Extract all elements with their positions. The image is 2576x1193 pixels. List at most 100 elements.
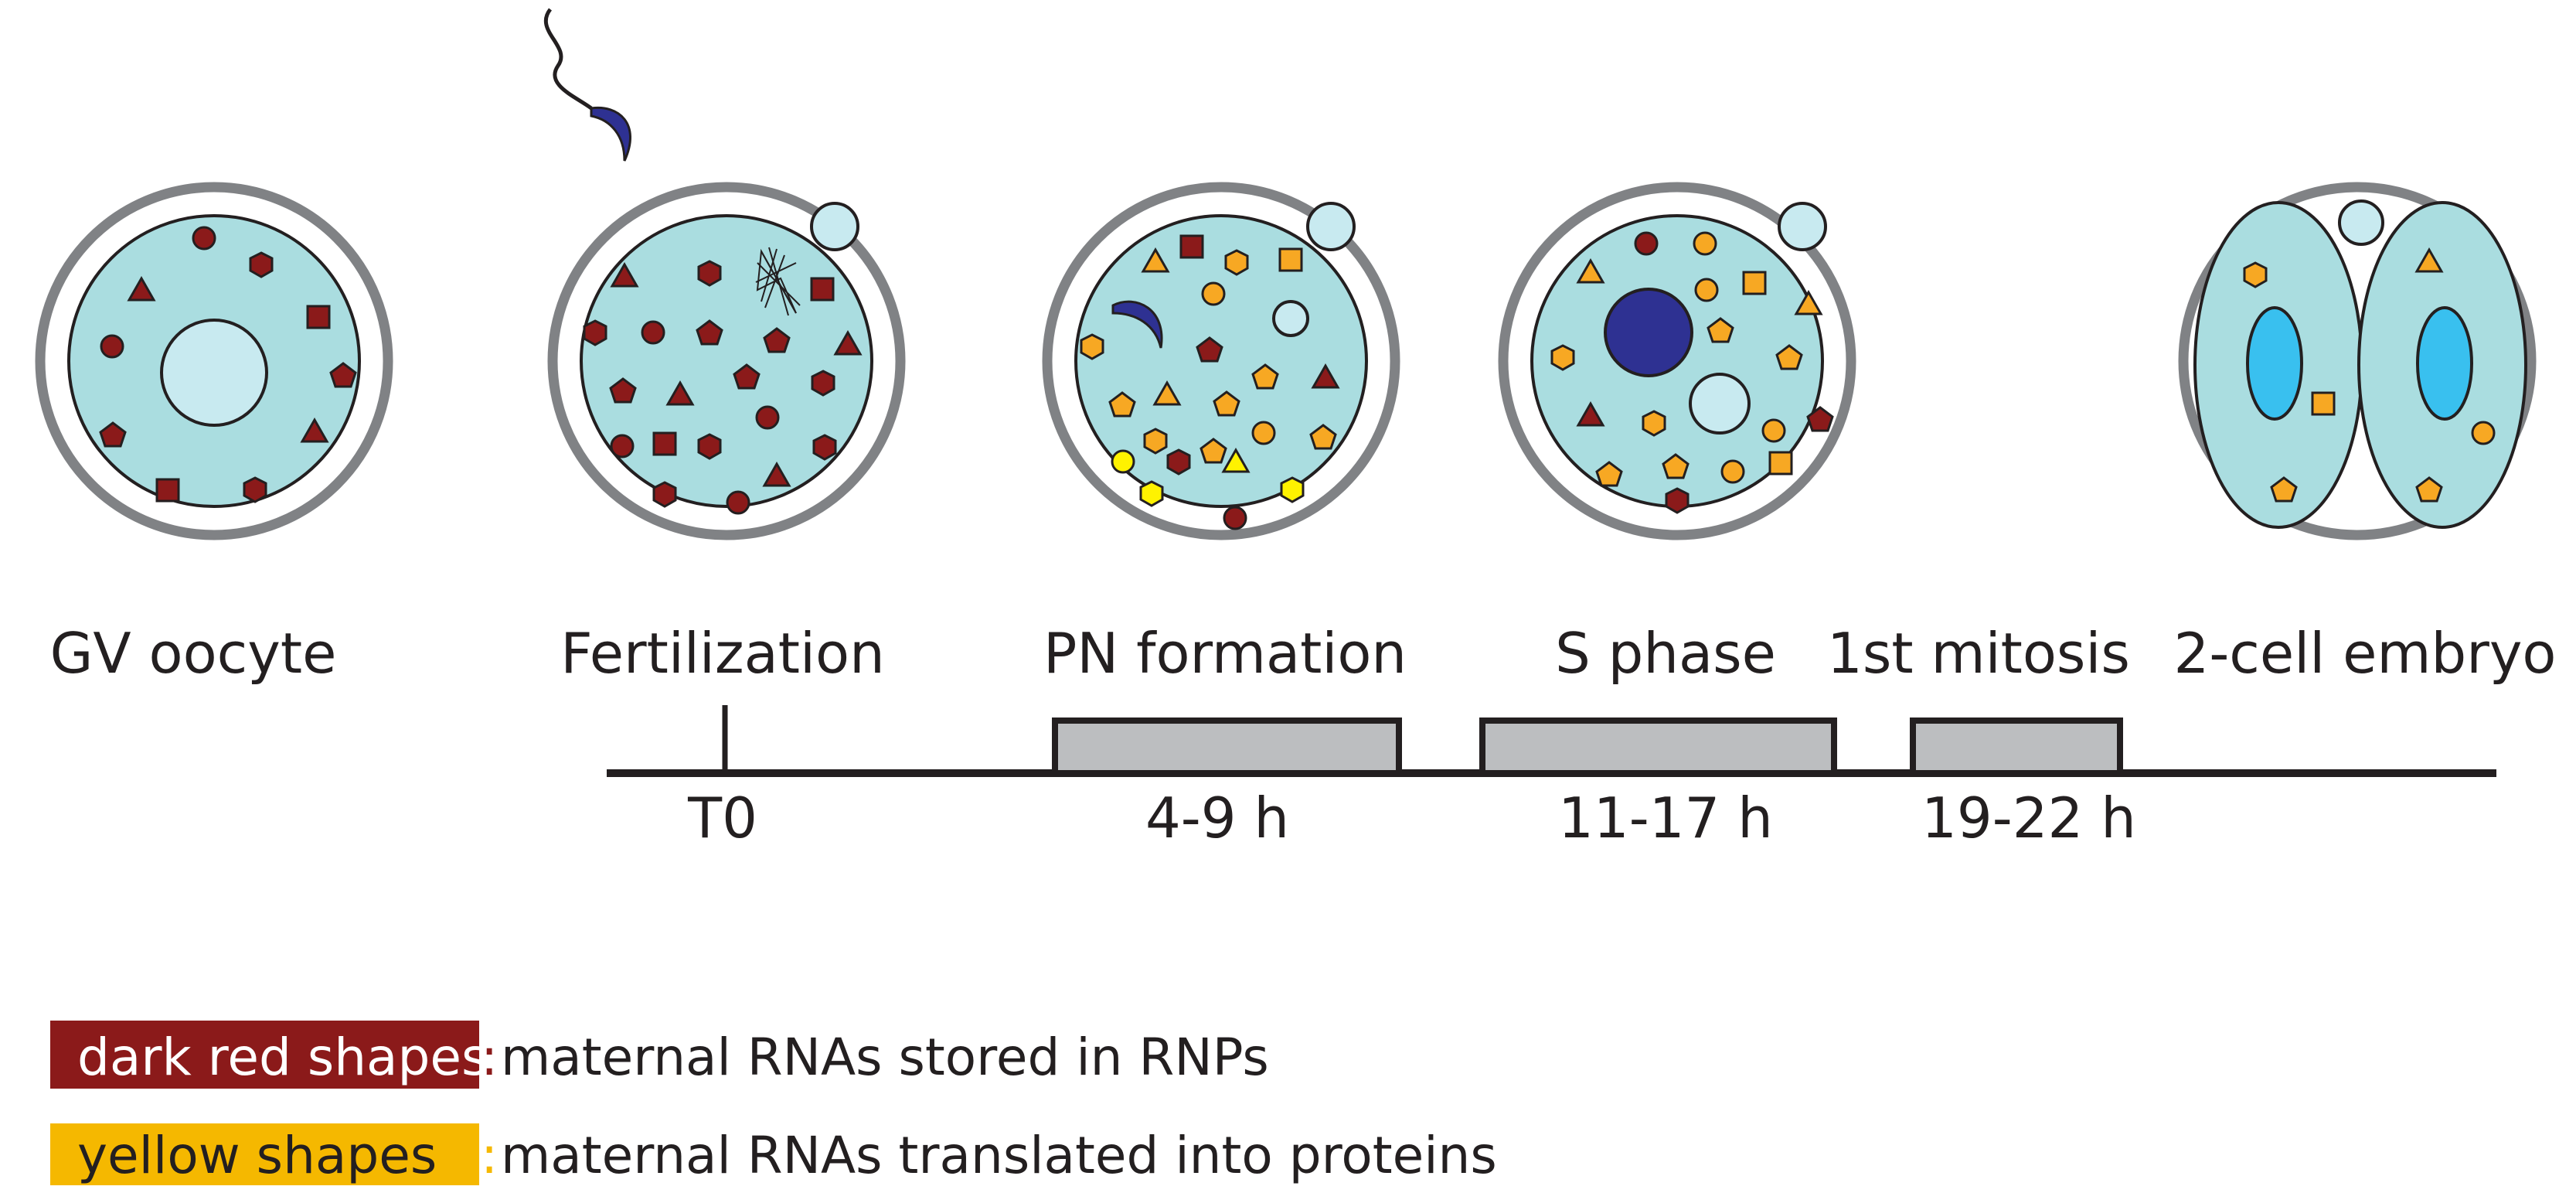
polar-body <box>810 202 859 251</box>
red-hexagon <box>697 433 722 460</box>
orange-pentagon <box>2415 476 2443 503</box>
stage-label-fertilization: Fertilization <box>560 621 884 686</box>
legend-swatch-yellow <box>50 1123 479 1185</box>
red-pentagon <box>733 363 761 390</box>
red-triangle <box>762 461 791 487</box>
red-square <box>306 305 331 329</box>
yellow-circle <box>1111 449 1135 474</box>
orange-triangle <box>1576 257 1605 284</box>
red-triangle <box>300 417 329 443</box>
orange-hexagon <box>1224 249 1249 276</box>
pn-formation-bar <box>1052 718 1402 776</box>
red-square <box>810 277 835 302</box>
red-hexagon <box>243 476 267 503</box>
stage-label-2-cell-embryo: 2-cell embryo <box>2174 621 2557 686</box>
orange-hexagon <box>1642 410 1666 437</box>
red-circle <box>755 405 780 430</box>
yellow-hexagon <box>1139 480 1164 507</box>
legend-desc-yellow: maternal RNAs translated into proteins <box>501 1126 1497 1185</box>
orange-square <box>2311 391 2336 416</box>
legend-colon-dark-red: : <box>481 1028 498 1087</box>
red-circle <box>641 320 665 345</box>
yellow-hexagon <box>1280 476 1305 503</box>
fertilization-cell <box>543 8 906 540</box>
orange-hexagon <box>2243 261 2268 288</box>
orange-triangle <box>2414 247 2444 273</box>
red-square <box>1179 234 1204 259</box>
stage-label-gv-oocyte: GV oocyte <box>50 621 337 686</box>
legend-swatch-text-dark-red: dark red shapes <box>77 1028 488 1087</box>
orange-triangle <box>1141 247 1170 273</box>
two-cell-embryo <box>2178 182 2537 540</box>
orange-square <box>1768 451 1793 475</box>
stage-label-pn-formation: PN formation <box>1043 621 1407 686</box>
sperm-tail <box>543 8 593 111</box>
spindle-icon <box>755 247 801 316</box>
red-triangle <box>833 329 863 356</box>
mitosis-bar <box>1910 718 2123 776</box>
orange-pentagon <box>1213 390 1240 417</box>
orange-pentagon <box>1309 424 1337 450</box>
orange-square <box>1278 247 1303 272</box>
red-pentagon <box>99 421 127 448</box>
legend: dark red shapes : maternal RNAs stored i… <box>50 1021 1497 1185</box>
orange-square <box>1742 271 1767 295</box>
orange-circle <box>1720 459 1745 484</box>
male-pronucleus <box>1604 288 1693 377</box>
cytoplasm <box>580 214 873 508</box>
red-circle <box>1223 506 1247 530</box>
gv-oocyte <box>35 182 393 540</box>
red-hexagon <box>249 251 274 278</box>
orange-pentagon <box>1662 453 1690 479</box>
red-pentagon <box>763 327 791 353</box>
polar-body <box>1778 202 1827 251</box>
orange-triangle <box>1794 289 1823 315</box>
stage-label-1st-mitosis: 1st mitosis <box>1827 621 2130 686</box>
orange-pentagon <box>2270 476 2298 503</box>
yellow-triangle <box>1221 447 1251 473</box>
red-triangle <box>127 275 156 302</box>
red-triangle <box>1311 363 1340 389</box>
nucleus-right <box>2416 306 2473 421</box>
female-pronucleus <box>1689 373 1751 435</box>
orange-circle <box>1761 418 1786 443</box>
red-hexagon <box>1166 448 1191 475</box>
red-triangle <box>1576 401 1605 427</box>
red-hexagon <box>811 370 835 397</box>
orange-circle <box>2471 421 2496 445</box>
orange-hexagon <box>1143 428 1168 455</box>
red-hexagon <box>1665 487 1690 514</box>
time-label-pn: 4-9 h <box>1145 786 1289 850</box>
red-circle <box>100 334 124 359</box>
red-pentagon <box>696 319 723 346</box>
time-label-t0: T0 <box>687 786 757 850</box>
red-pentagon <box>1806 406 1834 432</box>
time-label-s: 11-17 h <box>1558 786 1773 850</box>
orange-pentagon <box>1251 363 1279 390</box>
orange-pentagon <box>1200 438 1227 464</box>
pn-formation-cell <box>1042 182 1400 540</box>
legend-desc-dark-red: maternal RNAs stored in RNPs <box>501 1028 1269 1087</box>
orange-circle <box>1251 421 1276 445</box>
orange-pentagon <box>1108 391 1136 418</box>
orange-hexagon <box>1080 333 1104 360</box>
legend-swatch-dark-red <box>50 1021 479 1089</box>
red-square <box>652 431 677 456</box>
timeline <box>607 705 2496 777</box>
polar-body <box>1306 202 1356 251</box>
pronucleus <box>1272 300 1309 337</box>
red-hexagon <box>697 260 722 287</box>
s-phase-cell <box>1498 182 1856 540</box>
orange-hexagon <box>1550 344 1575 371</box>
stage-label-s-phase: S phase <box>1555 621 1776 686</box>
red-circle <box>1634 231 1659 256</box>
red-hexagon <box>812 434 837 461</box>
red-triangle <box>610 261 639 288</box>
red-pentagon <box>609 377 637 404</box>
orange-circle <box>1693 231 1717 256</box>
legend-swatch-text-yellow: yellow shapes <box>77 1126 437 1185</box>
orange-circle <box>1201 281 1226 306</box>
orange-pentagon <box>1707 317 1734 343</box>
red-triangle <box>665 380 695 406</box>
